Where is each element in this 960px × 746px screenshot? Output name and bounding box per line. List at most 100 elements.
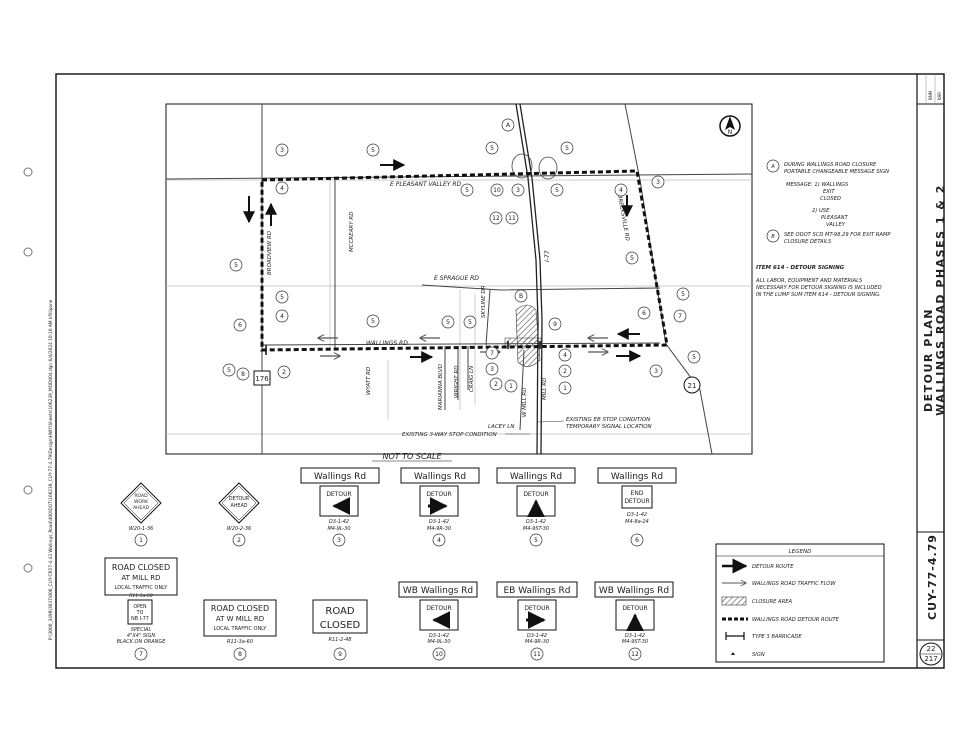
marker: 6 bbox=[637, 306, 651, 320]
north-arrow-icon: N bbox=[719, 115, 741, 137]
sign-4-text: DETOUR bbox=[426, 491, 451, 498]
sign-9-text: ROAD bbox=[325, 606, 354, 617]
sign-9-num: 9 bbox=[338, 651, 342, 658]
road-label-broadview: BROADVIEW RD bbox=[267, 231, 273, 275]
sign-11-text: DETOUR bbox=[524, 605, 549, 612]
sign-7-special: 4"X4" SIGN bbox=[127, 633, 155, 639]
marker: 7 bbox=[673, 309, 687, 323]
sign-5-detour-straight: Wallings Rd DETOUR D3-1-42 M4-9ST-30 5 bbox=[496, 467, 576, 547]
sign-3-detour-left: Wallings Rd DETOUR D3-1-42 M4-9L-30 3 bbox=[300, 467, 380, 547]
sign-8-road-closed-w-mill: ROAD CLOSED AT W MILL RD LOCAL TRAFFIC O… bbox=[203, 599, 277, 661]
binder-holes bbox=[23, 167, 33, 573]
sign-7-road-closed-mill: ROAD CLOSED AT MILL RD LOCAL TRAFFIC ONL… bbox=[104, 557, 178, 661]
road-label-mccreary: MCCREARY RD bbox=[349, 212, 355, 252]
sign-7-special: BLACK ON ORANGE bbox=[117, 639, 167, 645]
sign-12-text: DETOUR bbox=[622, 605, 647, 612]
sign-6-end-detour: Wallings Rd END DETOUR D3-1-42 M4-8a-24 … bbox=[597, 467, 677, 547]
sign-4-code2: M4-9R-30 bbox=[427, 526, 451, 532]
svg-text:1: 1 bbox=[563, 385, 567, 392]
svg-text:5: 5 bbox=[630, 255, 634, 262]
sign-5-code2: M4-9ST-30 bbox=[523, 526, 549, 532]
sheet-title-2: WALLINGS ROAD PHASES 1 & 2 bbox=[934, 184, 947, 416]
marker: 2 bbox=[489, 377, 503, 391]
sign-7-text: ROAD CLOSED bbox=[112, 563, 170, 572]
sign-3-text: DETOUR bbox=[326, 491, 351, 498]
svg-text:1: 1 bbox=[509, 383, 513, 390]
marker: B bbox=[514, 289, 528, 303]
svg-text:5: 5 bbox=[227, 367, 231, 374]
sign-1-text: WORK bbox=[134, 499, 149, 505]
svg-text:5: 5 bbox=[465, 187, 469, 194]
sign-2-text: DETOUR bbox=[229, 496, 250, 502]
marker: 3 bbox=[649, 364, 663, 378]
marker: 1 bbox=[558, 381, 572, 395]
sign-8-code: R11-3a-60 bbox=[227, 639, 253, 645]
sign-6-text: DETOUR bbox=[624, 498, 649, 505]
sign-9-road-closed: ROAD CLOSED R11-2-48 9 bbox=[312, 599, 368, 661]
sign-12-plaque: WB Wallings Rd bbox=[599, 586, 669, 596]
item-614-line: NECESSARY FOR DETOUR SIGNING IS INCLUDED bbox=[756, 285, 882, 291]
sign-10-num: 10 bbox=[435, 651, 443, 658]
sign-4-code: D3-1-42 bbox=[429, 519, 449, 525]
marker: 4 bbox=[558, 348, 572, 362]
svg-text:11: 11 bbox=[508, 215, 516, 222]
svg-text:5: 5 bbox=[490, 145, 494, 152]
sign-3-plaque: Wallings Rd bbox=[314, 472, 366, 482]
svg-text:3: 3 bbox=[490, 366, 494, 373]
road-label-w-mill: W MILL RD bbox=[522, 388, 528, 418]
svg-text:5: 5 bbox=[371, 318, 375, 325]
marker: A bbox=[501, 118, 515, 132]
marker: 10 bbox=[490, 183, 504, 197]
sign-10-plaque: WB Wallings Rd bbox=[403, 586, 473, 596]
road-label-marianna: MARIANNA BLVD bbox=[438, 364, 444, 410]
marker: 5 bbox=[460, 183, 474, 197]
sign-1-text: ROAD bbox=[134, 493, 148, 499]
svg-text:5: 5 bbox=[555, 187, 559, 194]
marker: 4 bbox=[614, 183, 628, 197]
road-label-i77: I-77 bbox=[544, 250, 551, 262]
sign-1-road-work-ahead: ROAD WORK AHEAD W20-1-36 1 bbox=[120, 482, 162, 547]
legend-item: CLOSURE AREA bbox=[752, 599, 792, 605]
svg-text:B: B bbox=[519, 293, 523, 300]
sheet-total: 217 bbox=[924, 655, 937, 663]
svg-text:8: 8 bbox=[241, 371, 245, 378]
sign-7-sub: TO bbox=[136, 610, 144, 616]
svg-text:5: 5 bbox=[446, 319, 450, 326]
marker: 5 bbox=[275, 290, 289, 304]
project-id: CUY-77-4.79 bbox=[926, 534, 939, 620]
note-b-line: SEE ODOT SCD MT-98.29 FOR EXIT RAMP bbox=[784, 232, 891, 238]
sign-6-code: D3-1-42 bbox=[627, 512, 647, 518]
note-b-line: CLOSURE DETAILS bbox=[784, 239, 832, 245]
marker: 11 bbox=[505, 211, 519, 225]
sheet-title-1: DETOUR PLAN bbox=[922, 308, 935, 412]
note-a-msg: EXIT bbox=[823, 189, 835, 195]
sign-7-special: SPECIAL bbox=[131, 627, 152, 633]
closure-area bbox=[515, 304, 541, 367]
svg-text:3: 3 bbox=[654, 368, 658, 375]
sign-2-text: AHEAD bbox=[231, 503, 248, 509]
svg-text:2: 2 bbox=[494, 381, 498, 388]
notes: A DURING WALLINGS ROAD CLOSURE PORTABLE … bbox=[755, 159, 891, 298]
svg-text:4: 4 bbox=[280, 185, 284, 192]
legend-item: SIGN bbox=[752, 652, 765, 658]
legend-item: WALLINGS ROAD DETOUR ROUTE bbox=[752, 617, 840, 623]
svg-text:4: 4 bbox=[563, 352, 567, 359]
sign-6-plaque: Wallings Rd bbox=[611, 472, 663, 482]
svg-text:3: 3 bbox=[516, 187, 520, 194]
shield-sr21-label: 21 bbox=[688, 382, 697, 390]
marker: 5 bbox=[441, 315, 455, 329]
svg-text:12: 12 bbox=[492, 215, 500, 222]
sign-7-text: LOCAL TRAFFIC ONLY bbox=[115, 585, 169, 591]
sign-10-wb-detour-left: WB Wallings Rd DETOUR D3-1-42 M4-9L-30 1… bbox=[398, 581, 478, 661]
marker: 5 bbox=[222, 363, 236, 377]
sign-4-detour-right: Wallings Rd DETOUR D3-1-42 M4-9R-30 4 bbox=[400, 467, 480, 547]
sign-5-text: DETOUR bbox=[523, 491, 548, 498]
file-path: P:\3000_3499\3037\000_CUY-CR57-4.43 Wall… bbox=[48, 299, 54, 640]
marker: 8 bbox=[236, 367, 250, 381]
north-label: N bbox=[728, 129, 733, 136]
sign-10-text: DETOUR bbox=[426, 605, 451, 612]
sign-6-text: END bbox=[631, 490, 644, 497]
marker: 5 bbox=[485, 141, 499, 155]
sign-7-num: 7 bbox=[139, 651, 143, 658]
sign-7-text: AT MILL RD bbox=[121, 574, 160, 582]
